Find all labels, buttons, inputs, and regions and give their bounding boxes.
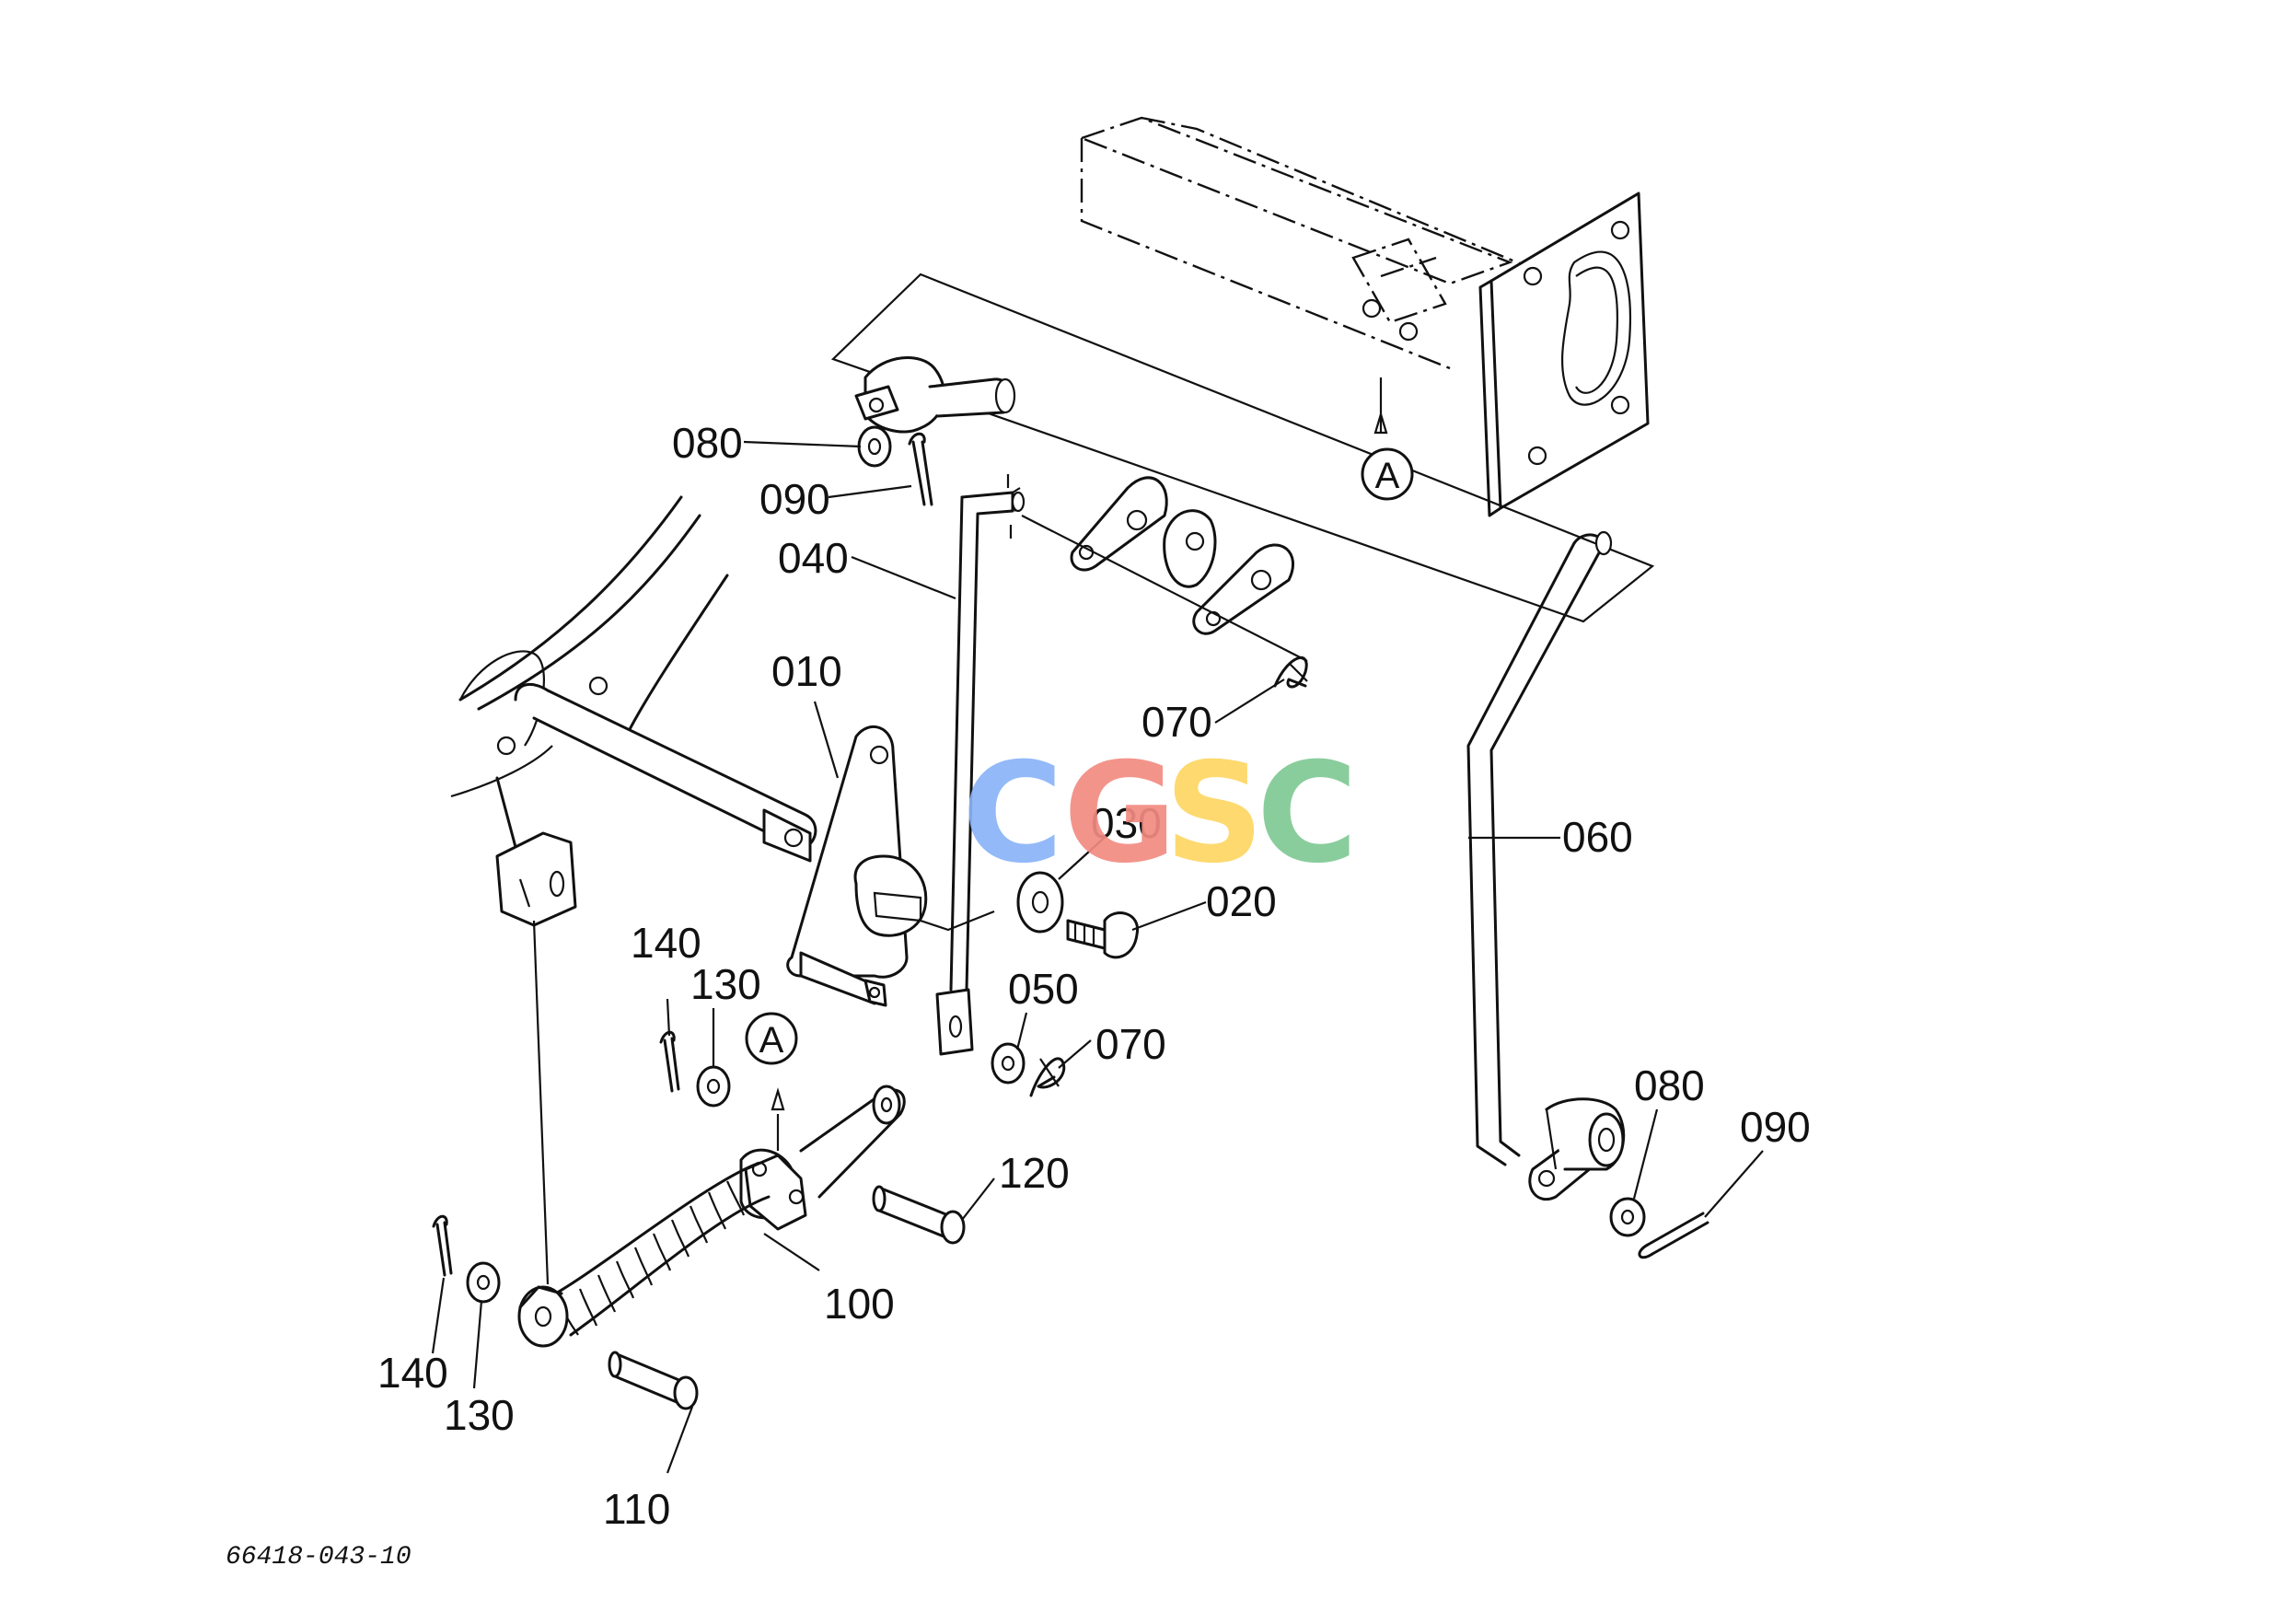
cotter-pin-090-bottom [1638,1212,1709,1259]
rod-060 [1466,530,1626,1201]
label-080-top: 080 [672,419,743,467]
washer-130-lower [466,1261,501,1304]
washer-080-bottom [1609,1197,1646,1237]
pin-110 [608,1351,699,1410]
clip-070-top [1273,655,1308,689]
lever-010 [786,725,995,1007]
label-130-upper: 130 [690,960,761,1008]
svg-text:A: A [1375,456,1400,496]
label-110: 110 [603,1485,670,1533]
label-070-bottom: 070 [1095,1020,1166,1068]
label-070-top: 070 [1142,698,1212,746]
marker-a-bottom: A [745,1012,798,1065]
label-100: 100 [824,1280,895,1328]
watermark-letter: C [962,734,1063,894]
rod-040 [935,474,1026,1056]
label-090-top: 090 [759,475,830,523]
label-010: 010 [771,647,842,695]
bolt-020 [1066,911,1139,959]
cotter-pin-140-lower [432,1214,453,1277]
pin-120 [872,1185,966,1245]
washer-130-upper [696,1065,731,1108]
label-080-bottom: 080 [1634,1061,1705,1109]
svg-text:A: A [759,1020,784,1061]
label-140-lower: 140 [377,1349,448,1397]
label-060: 060 [1562,813,1633,861]
reference-line [830,273,1655,623]
label-040: 040 [778,534,849,582]
cam-plates [1021,476,1308,662]
washer-030 [1016,871,1064,934]
watermark-letter: S [1165,734,1264,894]
cotter-pin-140-upper [659,1030,680,1093]
part-labels: 080 090 040 010 070 060 030 020 050 070 … [377,419,1811,1533]
label-030: 030 [1091,799,1162,847]
washer-050 [991,1042,1026,1085]
arrow-up-icon [1373,411,1388,435]
watermark-letter: G [1063,734,1176,894]
washer-080-top [857,425,892,468]
drawing-code: 66418-043-10 [226,1543,411,1572]
leader-lines [431,440,1764,1474]
cross-shaft-frame [450,495,817,927]
arrow-up-icon [771,1087,785,1111]
cotter-pin-090-top [908,432,933,506]
label-130-lower: 130 [444,1391,515,1439]
ball-joint [854,356,1016,434]
spring-100 [517,1163,771,1348]
label-140-upper: 140 [631,919,701,967]
label-050: 050 [1008,965,1079,1013]
label-020: 020 [1206,877,1277,925]
frame-bracket [1078,116,1650,517]
marker-a-top: A [1361,447,1414,501]
watermark-letter: C [1257,734,1358,894]
label-090-bottom: 090 [1740,1103,1811,1151]
watermark-logo: C G S C [962,734,1358,894]
clip-070-bottom [1029,1057,1066,1097]
label-120: 120 [999,1149,1070,1197]
pedal-arm [739,1085,906,1231]
connection-line [532,920,550,1285]
